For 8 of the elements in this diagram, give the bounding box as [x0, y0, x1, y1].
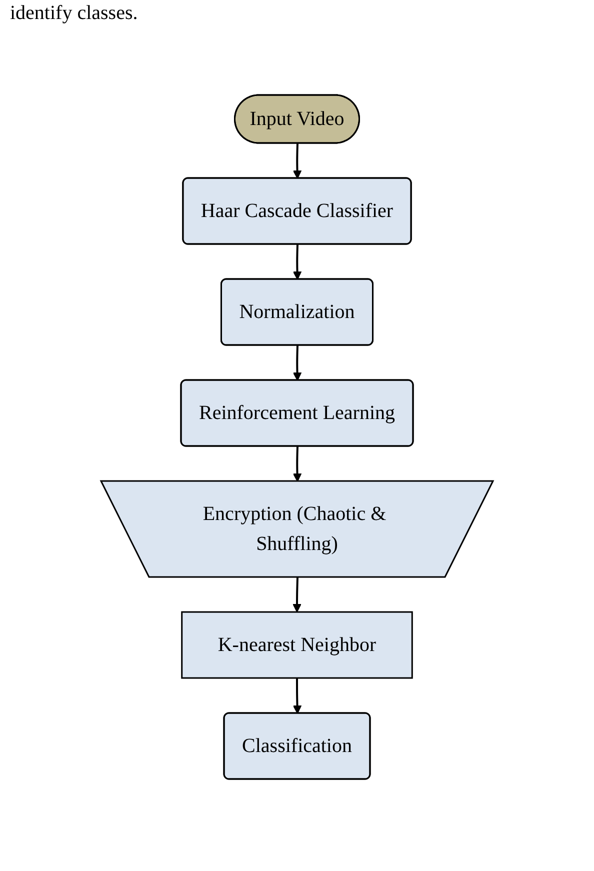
- arrow: [292, 678, 302, 714]
- node-box: K-nearest Neighbor: [181, 611, 413, 679]
- arrow: [292, 345, 302, 381]
- note-text: identify classes.: [10, 2, 139, 25]
- arrow: [292, 244, 302, 280]
- arrow: [292, 143, 302, 179]
- arrow: [292, 577, 302, 612]
- arrow: [292, 446, 302, 482]
